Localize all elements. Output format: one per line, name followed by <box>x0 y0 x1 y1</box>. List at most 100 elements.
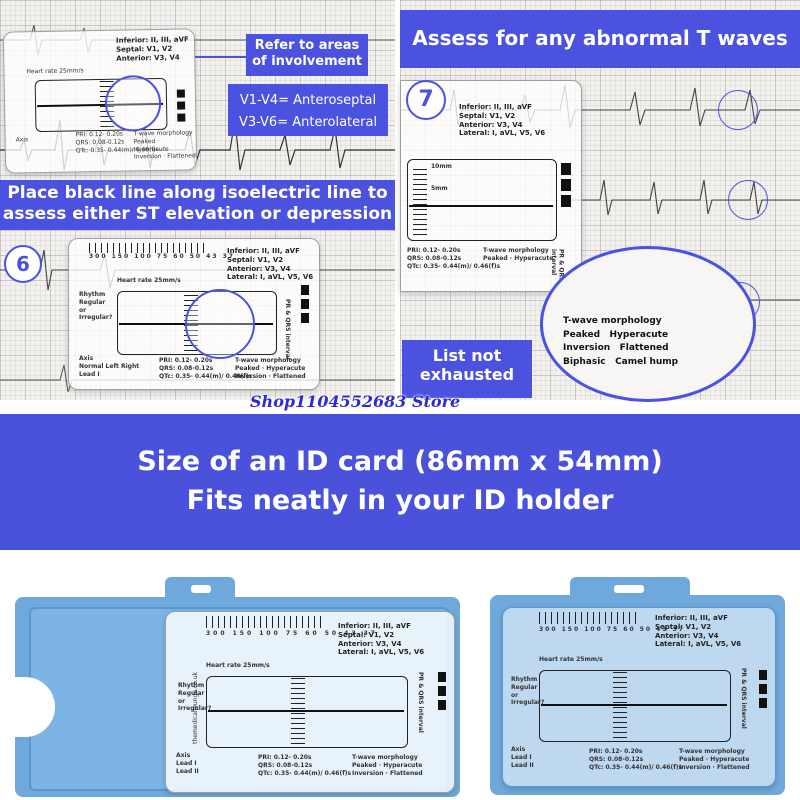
leads-septal-h2: Septal: V1, V2 <box>655 622 712 631</box>
tw-peaked-h2: Peaked <box>679 755 704 763</box>
leads-inferior-3: Inferior: II, III, aVF <box>459 103 532 111</box>
banner-line2: Fits neatly in your ID holder <box>186 485 614 516</box>
twave-title-magnified: T-wave morphology <box>563 316 662 326</box>
tw-hyperacute-h2: Hyperacute <box>710 755 750 763</box>
rate-scale-ticks <box>89 243 209 253</box>
heart-rate-label-2: Heart rate 25mm/s <box>117 277 181 284</box>
leads-septal-2: Septal: V1, V2 <box>227 255 284 264</box>
twave-title-3: T-wave morphology <box>483 247 549 254</box>
areas-involvement-label: Refer to areas of involvement <box>246 34 368 76</box>
measure-box-h2 <box>539 670 731 742</box>
card-leads-h1: Inferior: II, III, aVF Septal: V1, V2 An… <box>338 622 424 657</box>
areas-involvement-text: Refer to areas of involvement <box>252 38 362 69</box>
leads-inferior: Inferior: II, III, aVF <box>115 35 189 45</box>
tw-peaked-h1: Peaked <box>352 761 377 769</box>
lead-i-label: Lead I <box>79 370 100 378</box>
leads-anterior-h2: Anterior: V3, V4 <box>655 631 719 640</box>
rate-scale-numbers: 300 150 100 75 60 50 43 37 <box>89 253 235 260</box>
id-holder-left: 300 150 100 75 60 50 43 37 Inferior: II,… <box>15 577 460 797</box>
lead-ii-h2: Lead II <box>511 761 534 769</box>
black-bars-h2 <box>759 670 767 712</box>
isoelectric-heading-line2: assess either ST elevation or depression <box>2 204 393 225</box>
leads-septal-3: Septal: V1, V2 <box>459 111 516 120</box>
isoelectric-line-h1 <box>208 710 404 712</box>
mm10-label: 10mm <box>431 163 452 170</box>
black-calibration-bars <box>176 89 186 126</box>
pri-h2: PRI: 0.12- 0.20s <box>589 748 643 755</box>
website-h1: themedicallounge.co.uk <box>192 672 199 744</box>
tw-inversion-2: Inversion <box>235 372 267 380</box>
holder-clip-slot-right <box>614 585 644 593</box>
tw-peaked: Peaked <box>133 137 156 146</box>
axis-block: Axis Normal Left Right Lead I <box>79 355 139 378</box>
leads-lateral-h2: Lateral: I, aVL, V5, V6 <box>655 640 742 649</box>
tw-inversion-h2: Inversion <box>679 763 711 771</box>
interval-list-h2: PRI: 0.12- 0.20s QRS: 0.08-0.12s QTc: 0.… <box>589 748 682 771</box>
tw-hyperacute-mag: Hyperacute <box>609 329 669 340</box>
rate-scale-ticks-h1 <box>206 616 326 628</box>
isoelectric-heading-bar: Place black line along isoelectric line … <box>0 180 395 230</box>
rate-scale-ticks-h2 <box>539 612 639 624</box>
holder-clip-slot <box>191 585 211 593</box>
leads-anterior: Anterior: V3, V4 <box>116 53 180 63</box>
isoelectric-line-3 <box>409 205 553 207</box>
id-card-banner: Size of an ID card (86mm x 54mm) Fits ne… <box>0 414 800 550</box>
pri-label-3: PRI: 0.12- 0.20s <box>407 247 461 254</box>
leads-lateral-3: Lateral: I, aVL, V5, V6 <box>459 129 546 138</box>
tw-inversion-mag: Inversion <box>563 343 611 353</box>
qtc-h2: QTc: 0.35- 0.44(m)/ 0.46(f)s <box>589 763 683 771</box>
id-holder-right: 300 150 100 75 60 50 43 37 Inferior: II,… <box>490 577 785 795</box>
qtc-label-2: QTc: 0.35- 0.44(m)/ 0.46(f)s <box>159 372 253 380</box>
twave-highlight-1 <box>718 90 758 130</box>
store-watermark: Shop1104552683 Store <box>250 392 461 411</box>
heart-rate-h2: Heart rate 25mm/s <box>539 656 603 663</box>
step-7-number: 7 <box>418 87 434 112</box>
tw-flattened-2: Flattened <box>272 372 306 380</box>
list-not-exhausted-label: List not exhausted <box>402 340 532 398</box>
leads-inferior-h2: Inferior: II, III, aVF <box>655 614 728 622</box>
leads-anterior-3: Anterior: V3, V4 <box>459 120 523 129</box>
qrs-h1: QRS: 0.08-0.12s <box>258 761 313 769</box>
step-7-badge: 7 <box>406 80 446 120</box>
qrs-label-3: QRS: 0.08-0.12s <box>407 254 462 262</box>
tw-camel-mag: Camel hump <box>615 356 679 367</box>
mm5-label: 5mm <box>431 185 448 192</box>
ruler-card-middle: 300 150 100 75 60 50 43 37 Inferior: II,… <box>68 238 320 390</box>
top-left-ecg-panel: Inferior: II, III, aVF Septal: V1, V2 An… <box>0 0 395 180</box>
ruler-card-in-holder-right: 300 150 100 75 60 50 43 37 Inferior: II,… <box>502 607 776 787</box>
axis-columns: Normal Left Right <box>79 362 140 370</box>
axis-label-h2: Axis <box>511 746 526 753</box>
tw-inversion: Inversion <box>133 153 162 161</box>
leads-anterior-h1: Anterior: V3, V4 <box>338 639 402 648</box>
isoelectric-line-h2 <box>541 704 727 706</box>
anterolateral-text: V3-V6= Anterolateral <box>238 115 378 131</box>
leads-inferior-2: Inferior: II, III, aVF <box>227 247 300 255</box>
interval-list-h1: PRI: 0.12- 0.20s QRS: 0.08-0.12s QTc: 0.… <box>258 754 351 777</box>
tw-flattened-mag: Flattened <box>619 343 669 353</box>
twave-magnifier: T-wave morphology Peaked Hyperacute Inve… <box>540 246 756 402</box>
tw-hyperacute-3: Hyperacute <box>514 254 554 262</box>
magnifier-circle-2 <box>185 289 255 359</box>
isoelectric-heading-line1: Place black line along isoelectric line … <box>7 183 388 203</box>
lead-ii-h1: Lead II <box>176 767 199 775</box>
twave-list-3: T-wave morphology Peaked · Hyperacute <box>483 247 554 262</box>
leads-lateral-2: Lateral: I, aVL, V5, V6 <box>227 273 314 282</box>
measure-box-3 <box>407 159 557 241</box>
twave-list-h2: T-wave morphology Peaked · Hyperacute In… <box>679 748 750 771</box>
measure-box-h1 <box>206 676 408 748</box>
measure-box-2 <box>117 291 277 355</box>
twave-highlight-2 <box>728 180 768 220</box>
tw-peaked-2: Peaked <box>235 364 260 372</box>
tw-inversion-h1: Inversion <box>352 769 384 777</box>
axis-h2: Axis Lead I Lead II <box>511 746 534 769</box>
rhythm-label: Rhythm Regular or Irregular? <box>79 291 113 322</box>
side-text-h1: PR & QRS interval <box>416 672 424 733</box>
tw-flattened-h1: Flattened <box>389 769 423 777</box>
interval-list-3: PRI: 0.12- 0.20s QRS: 0.08-0.12s QTc: 0.… <box>407 247 500 270</box>
twave-list: T-wave morphology Peaked · Hyperacute In… <box>133 129 196 161</box>
axis-h1: Axis Lead I Lead II <box>176 752 199 775</box>
banner-line1: Size of an ID card (86mm x 54mm) <box>137 446 663 477</box>
lead-i-h2: Lead I <box>511 753 532 761</box>
lead-i-h1: Lead I <box>176 759 197 767</box>
tw-hyperacute: Hyperacute <box>133 145 169 154</box>
